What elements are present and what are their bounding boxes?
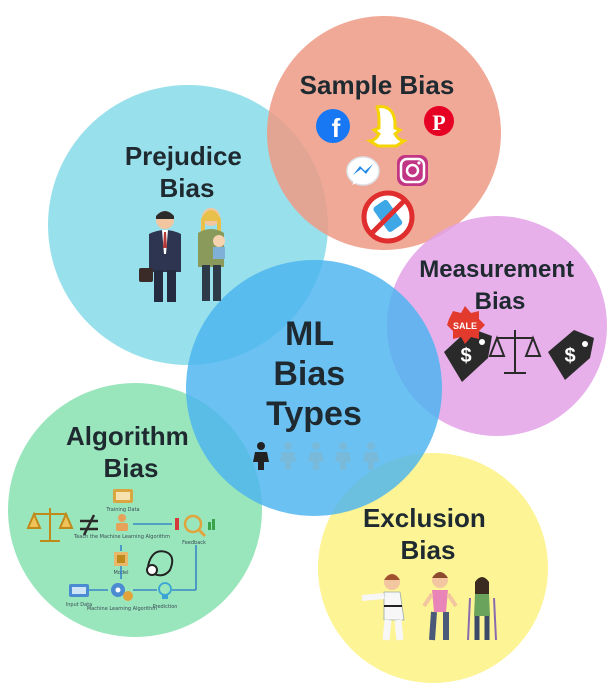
algorithm-scale-icon bbox=[26, 508, 74, 542]
flow-arrows bbox=[89, 523, 197, 591]
training-data-icon bbox=[113, 489, 133, 503]
exclusion-title: Exclusion Bias bbox=[363, 503, 493, 565]
mother-with-baby-icon bbox=[198, 208, 225, 301]
snapchat-icon bbox=[365, 105, 409, 148]
yoga-woman-icon bbox=[422, 572, 458, 641]
teacher-icon bbox=[116, 514, 128, 531]
pinterest-icon: P bbox=[424, 106, 454, 136]
price-tag-icon: $ bbox=[548, 330, 594, 380]
highlighted-person-icon bbox=[253, 442, 269, 470]
svg-text:P: P bbox=[432, 110, 445, 135]
algorithm-circle bbox=[8, 383, 262, 637]
algorithm-title: Algorithm Bias bbox=[66, 421, 196, 483]
faded-person-icon bbox=[280, 442, 296, 470]
teach-label: Teach the Machine Learning Algorithm bbox=[73, 534, 170, 540]
scale-icon bbox=[488, 330, 542, 374]
prediction-label: Prediction bbox=[153, 604, 178, 610]
feedback-label: Feedback bbox=[182, 540, 206, 546]
messenger-icon bbox=[346, 156, 380, 186]
training-data-label: Training Data bbox=[105, 507, 139, 513]
svg-text:$: $ bbox=[564, 345, 575, 367]
exclusion-circle bbox=[318, 453, 548, 683]
gears-icon bbox=[111, 583, 133, 601]
sample-title: Sample Bias bbox=[300, 70, 455, 100]
faded-person-icon bbox=[335, 442, 351, 470]
facebook-icon: f bbox=[316, 109, 350, 143]
input-data-icon bbox=[69, 584, 89, 597]
faded-person-icon bbox=[363, 442, 379, 470]
woman-with-crutches-icon bbox=[467, 577, 497, 641]
sale-price-tag-icon: $ SALE bbox=[444, 306, 492, 382]
measurement-circle bbox=[387, 216, 607, 436]
businessman-icon bbox=[139, 211, 181, 302]
faded-person-icon bbox=[308, 442, 324, 470]
input-data-label: Input Data bbox=[66, 602, 92, 608]
instagram-icon bbox=[397, 155, 428, 186]
no-phone-icon bbox=[361, 190, 415, 244]
not-equal-icon bbox=[80, 514, 98, 536]
karate-woman-icon bbox=[361, 574, 405, 641]
mla-label: Machine Learning Algorithm bbox=[87, 606, 157, 612]
svg-text:$: $ bbox=[460, 345, 471, 367]
lightbulb-icon bbox=[158, 582, 172, 599]
model-icon bbox=[114, 552, 128, 566]
svg-text:f: f bbox=[332, 113, 341, 143]
center-title: ML Bias Types bbox=[266, 315, 362, 433]
measurement-title: Measurement Bias bbox=[419, 256, 580, 315]
magnifier-chart-icon bbox=[175, 514, 215, 538]
sale-badge-label: SALE bbox=[453, 321, 477, 331]
gesture-icon bbox=[146, 550, 174, 577]
sale-badge bbox=[447, 306, 485, 344]
prejudice-title: Prejudice Bias bbox=[125, 141, 249, 203]
center-circle bbox=[186, 260, 442, 516]
